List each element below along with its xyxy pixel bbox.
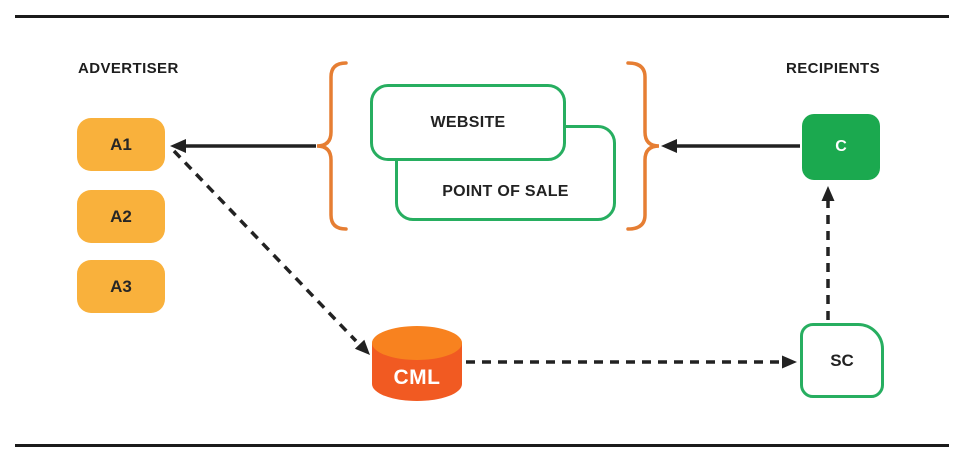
website-label: WEBSITE (430, 113, 506, 131)
point-of-sale-label: POINT OF SALE (442, 183, 569, 200)
arrow-a1-to-cml-line (172, 149, 358, 343)
advertiser-node-a1: A1 (77, 118, 165, 171)
sc-node: SC (800, 323, 884, 398)
advertiser-node-a2-label: A2 (110, 206, 132, 226)
consumer-node: C (802, 114, 880, 180)
advertiser-node-a3: A3 (77, 260, 165, 313)
recipients-heading: RECIPIENTS (786, 60, 881, 77)
advertiser-heading: ADVERTISER (78, 60, 179, 77)
top-rule (15, 15, 949, 18)
advertiser-node-a2: A2 (77, 190, 165, 243)
consumer-node-label: C (835, 138, 847, 155)
bottom-rule (15, 444, 949, 447)
sc-node-label: SC (830, 350, 854, 370)
cml-label: CML (393, 366, 441, 389)
brace-right (626, 61, 660, 231)
website-node: WEBSITE (370, 84, 566, 161)
cml-database-cylinder: CML (372, 326, 462, 416)
arrow-cml-to-sc-head (782, 355, 797, 369)
advertiser-node-a3-label: A3 (110, 276, 132, 296)
advertiser-node-a1-label: A1 (110, 134, 132, 154)
arrow-channels-to-a1-head (170, 139, 186, 153)
arrow-sc-to-c-head (821, 186, 835, 201)
brace-left (316, 61, 348, 231)
arrow-c-to-channels-head (661, 139, 677, 153)
arrow-a1-to-cml-head (354, 339, 370, 355)
cml-cylinder-top (372, 326, 462, 360)
